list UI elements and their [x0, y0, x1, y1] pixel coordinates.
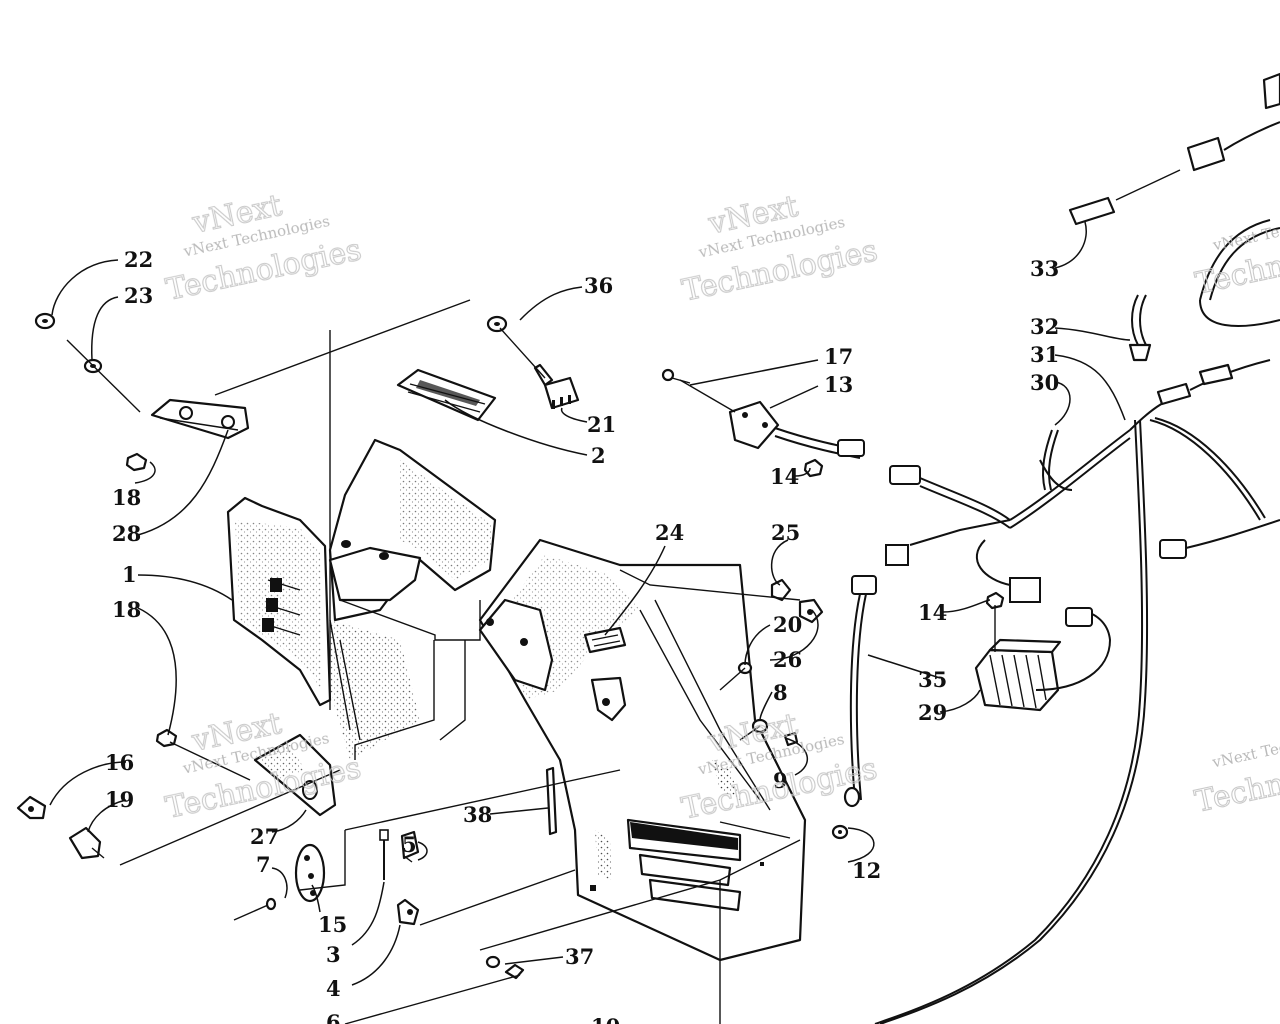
callout-28: 28: [112, 521, 141, 546]
callout-19: 19: [105, 787, 134, 812]
dash-housing-part: [328, 438, 497, 760]
callout-31: 31: [1030, 342, 1059, 367]
wire-30-part: [1042, 429, 1059, 491]
callout-4: 4: [326, 976, 341, 1001]
screw-37-part: [485, 955, 525, 980]
callout-7: 7: [256, 852, 271, 877]
washer-12-part: [831, 824, 849, 840]
callout-18-lower: 18: [112, 597, 141, 622]
assembly-lines: [66, 299, 996, 1024]
callout-10: 10: [591, 1014, 620, 1024]
console-panel-part: [226, 496, 332, 707]
nut-14-lower-part: [985, 591, 1005, 610]
callout-20: 20: [773, 612, 802, 637]
callout-3: 3: [326, 942, 341, 967]
nut-14-upper-part: [803, 458, 824, 478]
seal-strip-38-part: [545, 766, 558, 836]
callout-37: 37: [565, 944, 594, 969]
voltage-regulator-29-part: [974, 638, 1062, 712]
callout-13: 13: [824, 372, 853, 397]
callout-14-upper: 14: [770, 464, 799, 489]
toggle-switch-21-part: [533, 363, 580, 410]
bracket-4-part: [396, 898, 420, 926]
callout-26: 26: [773, 647, 802, 672]
mount-plate-28-part: [150, 398, 250, 440]
callout-33: 33: [1030, 256, 1059, 281]
plate-27-part: [253, 733, 337, 817]
connector-33-part: [1068, 72, 1280, 226]
callout-22: 22: [124, 247, 153, 272]
indicator-lens-16-part: [16, 795, 47, 820]
nameplate-2-part: [396, 368, 497, 422]
callout-12: 12: [852, 858, 881, 883]
callout-8: 8: [773, 680, 788, 705]
callout-32: 32: [1030, 314, 1059, 339]
screw-3-part: [379, 829, 389, 880]
callout-23: 23: [124, 283, 153, 308]
callout-29: 29: [918, 700, 947, 725]
callout-25: 25: [771, 520, 800, 545]
callout-5: 5: [402, 832, 417, 857]
callout-36: 36: [584, 273, 613, 298]
nut-22-part: [34, 312, 56, 330]
lead-35-part: [843, 575, 877, 808]
watermarks: vNext Technologies Technologies vNext vN…: [162, 187, 1280, 827]
retainer-26-part: [798, 598, 824, 624]
socket-19-part: [68, 826, 105, 860]
svg-text:vNext Technologies: vNext Technologies: [1210, 206, 1280, 255]
callout-2: 2: [591, 443, 606, 468]
callout-27: 27: [250, 824, 279, 849]
side-cover-panel-part: [478, 538, 807, 962]
nut-25-part: [770, 578, 792, 602]
callout-labels: 1 2 3 4 5 6 7 8 9 10 12 13 14 14 15 16 1…: [105, 247, 1059, 1024]
bolt-17-part: [661, 368, 691, 384]
callout-16: 16: [105, 750, 134, 775]
switch-13-part: [728, 400, 780, 450]
callout-18-upper: 18: [112, 485, 141, 510]
nut-18-upper-part: [125, 452, 148, 472]
callout-14-lower: 14: [918, 600, 947, 625]
callout-38: 38: [463, 802, 492, 827]
callout-17: 17: [824, 344, 853, 369]
leader-lines: [49, 221, 1131, 986]
callout-35: 35: [918, 667, 947, 692]
svg-text:vNext Technologies: vNext Technologies: [1210, 723, 1280, 772]
callout-6: 6: [326, 1010, 341, 1024]
nut-36-part: [486, 315, 508, 333]
tie-strap-32-part: [1128, 294, 1152, 362]
callout-24: 24: [655, 520, 684, 545]
callout-30: 30: [1030, 370, 1059, 395]
clip-5-part: [400, 830, 420, 863]
grommet-15-part: [294, 843, 326, 903]
callout-9: 9: [773, 768, 788, 793]
wiring-harness-31-part: [774, 219, 1280, 1024]
callout-1: 1: [122, 562, 137, 587]
callout-15: 15: [318, 912, 347, 937]
callout-21: 21: [587, 412, 616, 437]
rivet-7-part: [233, 897, 277, 921]
